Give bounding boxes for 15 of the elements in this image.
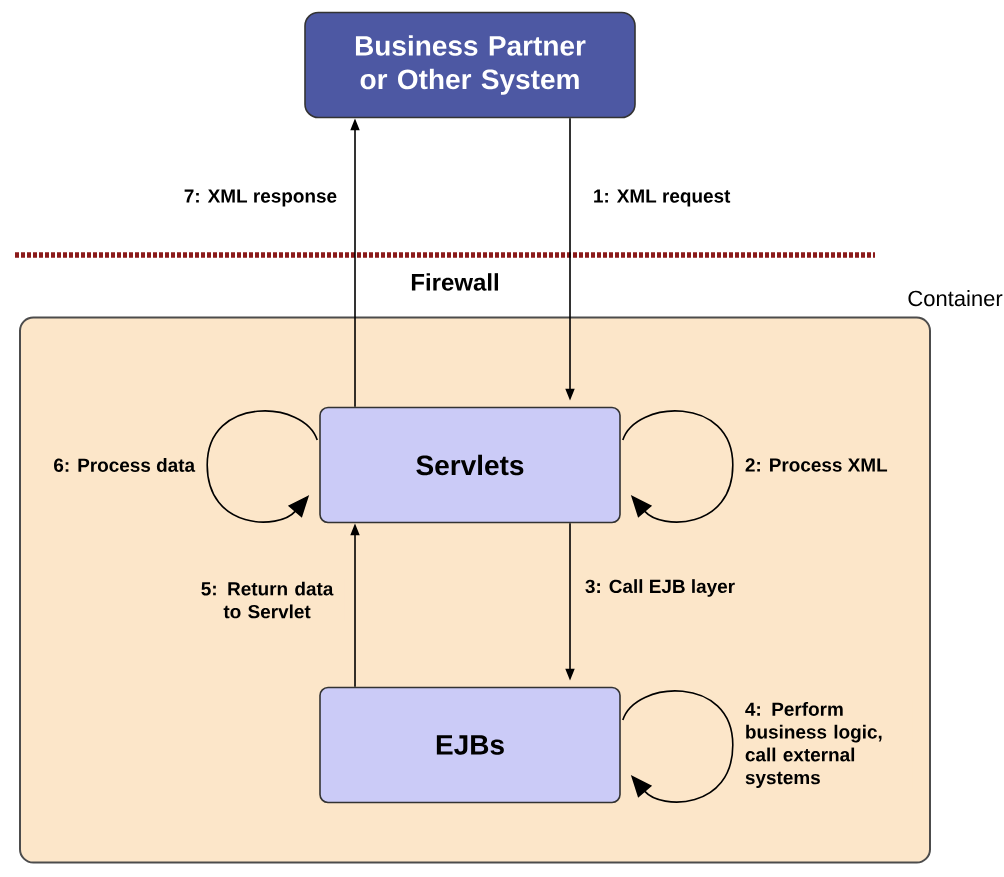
edge-label: 1: XML request xyxy=(594,189,731,207)
loop-arrow xyxy=(206,410,318,523)
node-label: Container xyxy=(908,290,1003,307)
ejb-box: EJBs xyxy=(319,686,621,804)
firewall-label: Firewall xyxy=(411,273,498,291)
loop-arrow xyxy=(622,690,734,803)
edge-label: 4: Perform business logic, call external systems xyxy=(745,701,882,788)
edge-label: 6: Process data xyxy=(54,458,196,472)
edge-label: 3: Call EJB layer xyxy=(585,579,735,597)
loop-arrow xyxy=(622,410,734,523)
edge-label: 5: Return data to Servlet xyxy=(201,581,334,619)
servlet-box: Servlets xyxy=(319,406,621,524)
edge-label: 7: XML response xyxy=(184,189,337,207)
node-box: Business Partner or Other System xyxy=(304,11,636,119)
edge-label: 2: Process XML xyxy=(745,458,888,472)
